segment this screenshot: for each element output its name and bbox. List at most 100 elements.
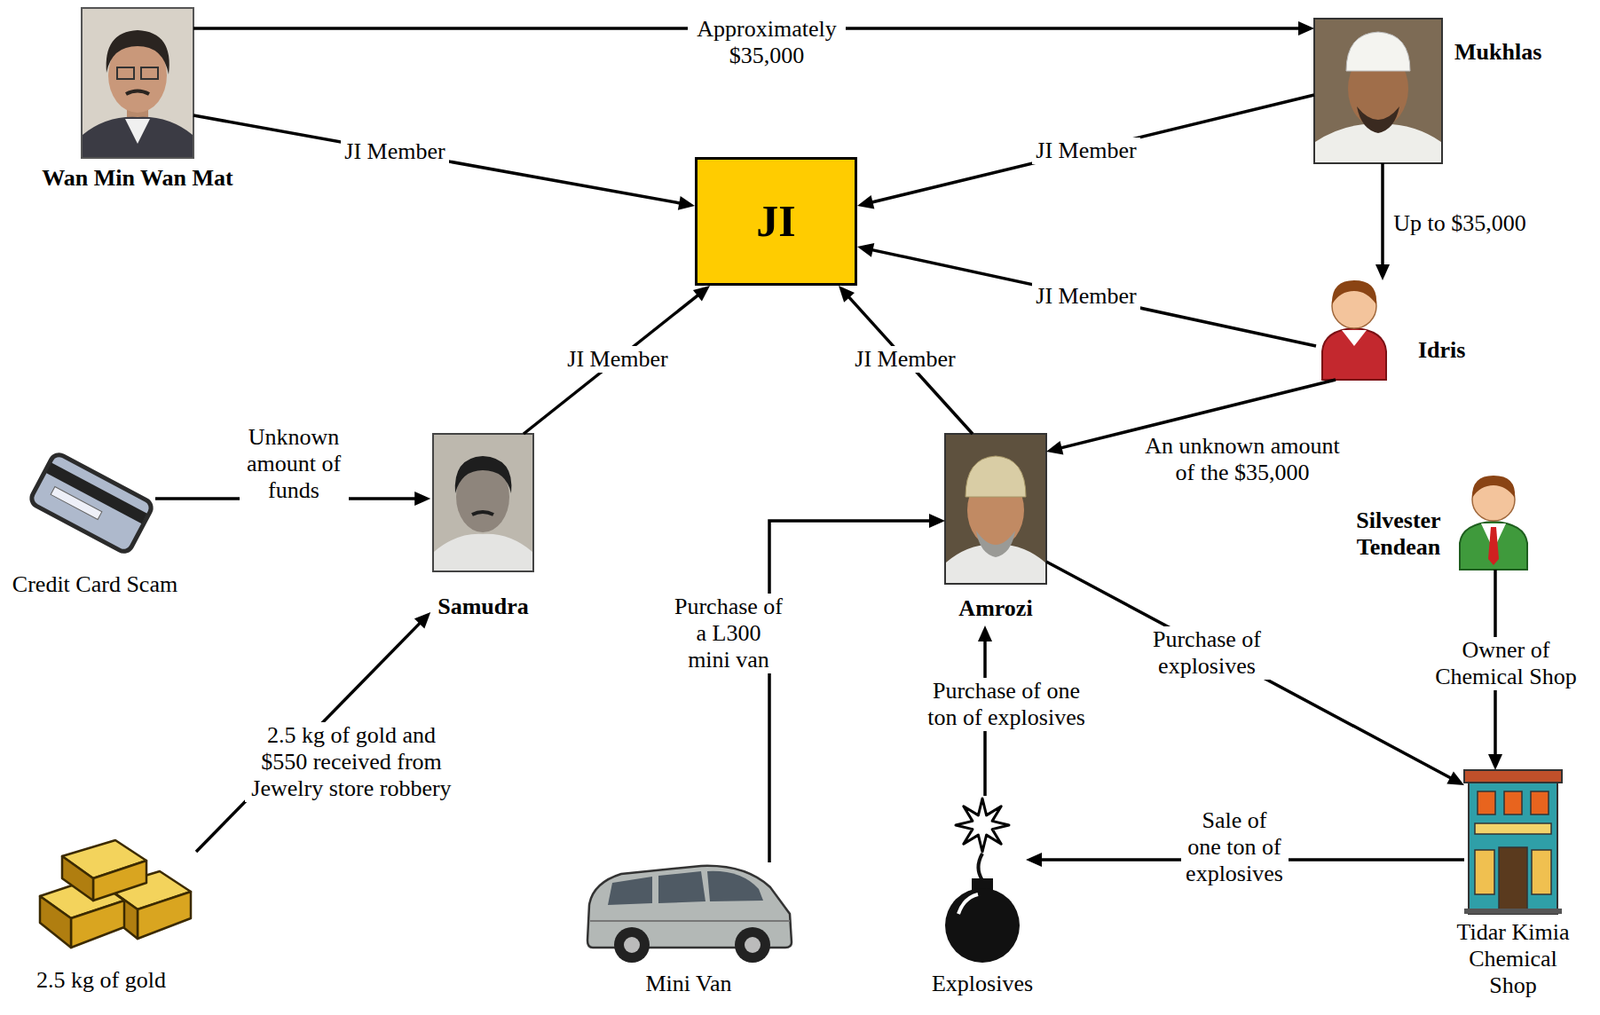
gold-node: 2.5 kg of gold [35,836,197,952]
portrait-node: Amrozi [945,433,1047,626]
arrowhead [1446,771,1465,786]
arrowhead [1488,754,1503,771]
edge-label: JI Member [1032,283,1140,310]
photo-frame [81,7,194,158]
edge-label-holder: Sale of one ton of explosives [1181,807,1289,888]
connector-line [1380,163,1385,266]
shirt [125,118,150,144]
arrow-connector [1375,163,1390,281]
signature-strip [50,487,103,521]
connector-line [848,297,973,434]
edge-label-holder: Purchase of explosives [1143,626,1271,680]
person-icon-node: Idris [1316,280,1394,380]
hair [455,456,513,494]
van-window [658,871,706,904]
node-label: Idris [1418,337,1466,364]
collar [1341,330,1367,347]
edge-label: An unknown amount of the $35,000 [1132,433,1353,487]
photo-frame [945,433,1047,584]
portrait-node: Mukhlas [1314,18,1443,164]
bar-front [93,860,147,901]
arrowhead [677,196,695,211]
gold-bars-icon [39,840,191,948]
beard [976,530,1016,558]
arrow-connector [838,285,973,434]
hub [744,937,761,954]
edge-label: Purchase of a L300 mini van [669,593,789,674]
shop-window [1504,791,1522,815]
magnetic-stripe [46,463,148,525]
arrowhead [1298,21,1315,36]
card-body [28,451,154,555]
shop-window [1530,791,1549,815]
edge-label: Sale of one ton of explosives [1181,807,1289,888]
display-window [1474,850,1495,895]
bomb-body [945,888,1020,963]
edge-label-holder: JI Member [1032,137,1140,165]
edge-label: JI Member [1032,137,1140,165]
shop-door [1498,847,1528,912]
edge-label-holder: JI Member [851,346,959,373]
shirt [433,534,533,571]
arrowhead [977,625,993,642]
van-trim [590,920,790,923]
explosives-node: Explosives [938,796,1026,965]
cap [1346,31,1411,71]
edge-label-holder: Purchase of a L300 mini van [669,593,789,674]
connector-line [872,250,1317,347]
edge-label: 2.5 kg of gold and $550 received from Je… [244,722,458,803]
edge-label: Purchase of explosives [1143,626,1271,680]
portrait-photo [81,7,194,158]
van-node: Mini Van [581,862,797,965]
edge-label-holder: An unknown amount of the $35,000 [1132,433,1353,487]
arrowhead [693,285,710,301]
cornice [1464,770,1562,783]
photo-frame [1314,18,1443,164]
edge-label-holder: Purchase of one ton of explosives [921,677,1093,732]
van-window [707,871,764,902]
arrow-connector [1046,561,1465,786]
shop-wall [1468,782,1558,915]
arrow-connector [857,243,1317,347]
node-label: Credit Card Scam [12,571,178,599]
arrowhead [1046,441,1064,456]
edge-label: JI Member [563,346,671,373]
node-label: Tidar Kimia Chemical Shop [1450,919,1576,1000]
body [1322,328,1387,380]
arrowhead [857,195,875,210]
shop-sign [1474,823,1552,835]
glasses [117,67,134,79]
arrow-connector [523,285,710,434]
edge-label-holder: JI Member [1032,283,1140,310]
van-window [607,876,653,906]
edge-label: Purchase of one ton of explosives [921,677,1093,732]
box-title: JI [756,197,796,246]
mustache [472,512,494,515]
tie [1488,527,1499,566]
connector-line [193,115,680,204]
node-label: Silvester Tendean [1348,507,1449,561]
edge-label: Owner of Chemical Shop [1426,637,1585,691]
node-label: Samudra [437,593,529,621]
shop-icon [1464,770,1562,915]
wheel [614,927,650,963]
arrowhead [414,491,431,506]
spark [955,798,1009,852]
portrait-node: Samudra [430,433,536,626]
node-label: Explosives [931,970,1033,998]
person-icon-node: Silvester Tendean [1454,475,1534,570]
person-icon [1322,280,1387,380]
edge-label-holder: 2.5 kg of gold and $550 received from Je… [244,722,458,803]
suit [1459,521,1528,570]
mustache [126,91,150,95]
portrait-photo [433,433,534,572]
arrow-connector [769,513,946,863]
node-label: Amrozi [958,595,1033,623]
beard [1356,106,1400,134]
bar-front [70,900,125,948]
edge-label: Approximately $35,000 [687,15,846,70]
connector-line [1046,561,1451,779]
